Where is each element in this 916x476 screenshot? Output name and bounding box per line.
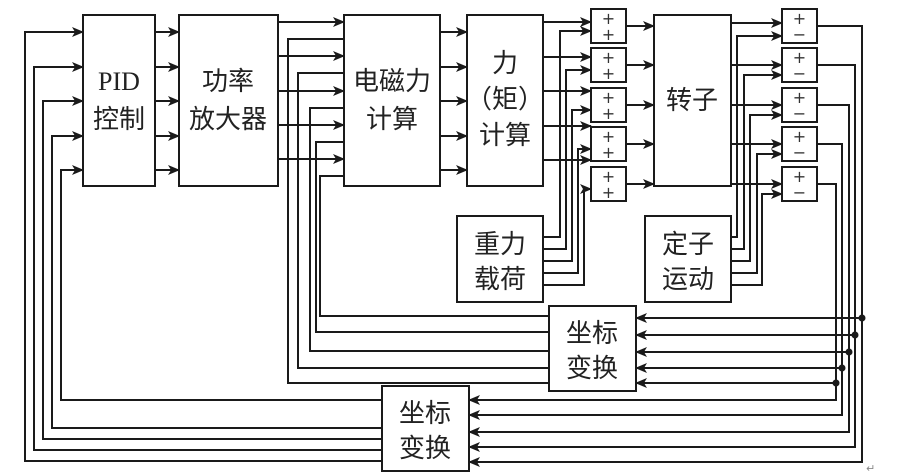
stator-motion-block: 定子 运动 [644,215,732,303]
stator-to-sum2-wire [731,70,783,250]
sign-bottom: + [602,25,615,44]
em-label-line1: 电磁力 [353,67,431,97]
sum-plus-junction: ++ [590,166,627,202]
sign-top: + [602,9,615,28]
gravity-to-sum-wire [543,184,592,286]
sum-plus-junction: ++ [590,47,627,83]
sign-top: + [602,48,615,67]
sign-top: + [793,127,806,146]
force-label-line2: （矩） [466,85,544,115]
sign-top: + [793,9,806,28]
sum2-feedback-wire [468,143,843,420]
sign-bottom: − [793,25,806,44]
rotor-label: 转子 [666,86,718,116]
sign-bottom: + [602,64,615,83]
pid-label-line2: 控制 [93,105,145,135]
ct1-label-line1: 坐标 [566,319,618,349]
sign-bottom: − [793,143,806,162]
gravity-load-block: 重力 载荷 [456,215,544,303]
sign-bottom: − [793,104,806,123]
stator-to-sum2-wire [731,189,783,286]
sign-bottom: − [793,64,806,83]
sign-top: + [602,88,615,107]
gravity-label-line2: 载荷 [474,265,526,295]
gravity-to-sum-wire [543,105,592,262]
sign-bottom: + [602,104,615,123]
sum-plus-junction: ++ [590,87,627,123]
sign-top: + [793,48,806,67]
sum-plus-junction: ++ [590,8,627,44]
stator-to-sum2-wire [731,149,783,274]
stator-to-sum2-wire [731,31,783,238]
signal-wires [24,17,866,467]
ct1-to-em-wire [319,175,549,317]
pid-label-line1: PID [98,67,140,96]
ct1-to-em-wire [297,72,549,369]
sum-plus-junction: ++ [590,126,627,162]
sign-bottom: − [793,183,806,202]
stator-label-line1: 定子 [662,230,714,260]
sum2-feedback-wire [468,64,856,452]
junction-dot [838,364,846,372]
sign-top: + [602,127,615,146]
ct2-to-pid-wire [51,131,382,429]
junction-dot [832,379,840,387]
amp-label-line1: 功率 [202,67,254,97]
ct1-to-em-wire [309,107,549,352]
ct2-to-pid-wire [24,27,382,462]
sum2-feedback-wire [468,25,863,467]
em-force-calc-block: 电磁力 计算 [343,14,441,187]
junction-dot [845,348,853,356]
ct2-label-line2: 变换 [399,434,451,464]
coord-transform-block-2: 坐标 变换 [381,385,470,472]
force-label-line1: 力 [492,49,518,79]
ct2-to-pid-wire [60,165,382,401]
ct1-label-line2: 变换 [566,354,618,384]
power-amplifier-block: 功率 放大器 [178,14,279,187]
em-label-line2: 计算 [366,105,418,135]
sign-bottom: + [602,143,615,162]
sum2-feedback-wire [468,183,837,405]
sum-minus-junction: +− [781,126,818,162]
ct2-to-pid-wire [42,96,382,440]
coord-transform-block-1: 坐标 变换 [548,305,637,392]
summing-junctions: +++++++++++−+−+−+−+− [590,8,818,202]
stator-label-line2: 运动 [662,265,714,295]
stator-to-sum2-wire [731,110,783,262]
sign-top: + [602,167,615,186]
force-label-line3: 计算 [479,121,531,151]
gravity-to-sum-wire [543,26,592,238]
ct1-to-em-wire [287,38,549,384]
gravity-label-line1: 重力 [474,230,526,260]
junction-dot [858,314,866,322]
sum2-feedback-wire [468,104,850,437]
sign-bottom: + [602,183,615,202]
sum-minus-junction: +− [781,166,818,202]
ct1-to-em-wire [315,141,549,333]
rotor-block: 转子 [653,14,732,187]
sum-minus-junction: +− [781,87,818,123]
ct2-to-pid-wire [33,62,382,451]
sum-minus-junction: +− [781,8,818,44]
gravity-to-sum-wire [543,144,592,274]
sign-top: + [793,167,806,186]
sign-top: + [793,88,806,107]
return-mark: ↵ [866,462,875,475]
pid-control-block: PID 控制 [82,14,156,187]
junction-dot [851,331,859,339]
amp-label-line2: 放大器 [189,105,267,135]
ct2-label-line1: 坐标 [399,399,451,429]
sum-minus-junction: +− [781,47,818,83]
force-torque-calc-block: 力 （矩） 计算 [466,14,544,187]
